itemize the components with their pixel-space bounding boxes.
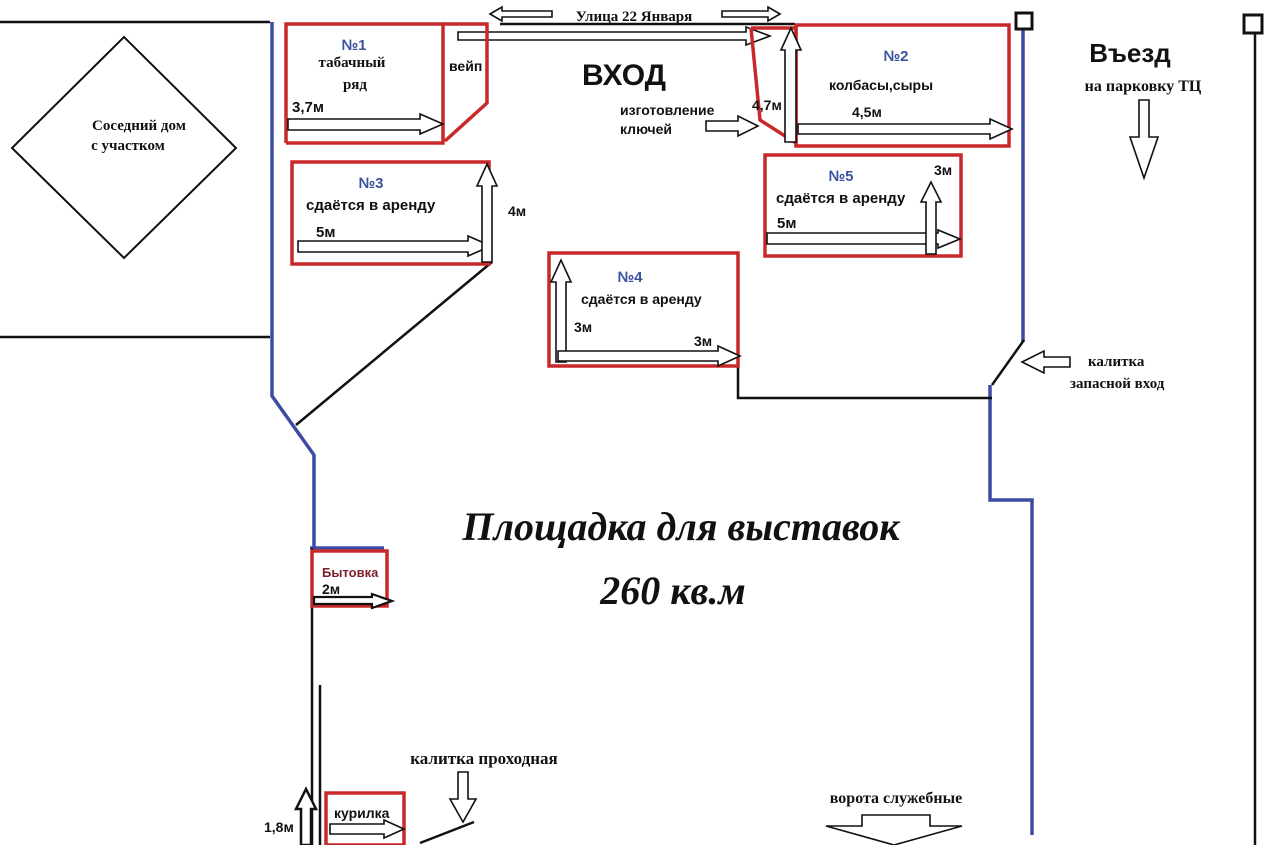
neighbor-lot: Соседний дом с участком (0, 20, 270, 339)
right-wall-lower (988, 385, 1034, 835)
entrance-label: ВХОД (582, 59, 666, 92)
kiosk-5-box (763, 153, 963, 258)
side-gate-label-2: запасной вход (1070, 376, 1165, 392)
kiosk-3-label: сдаётся в аренду (306, 197, 436, 214)
kiosk-4-dim-h-arrow (549, 258, 573, 363)
kiosk-5-label: сдаётся в аренду (776, 190, 906, 207)
post-marker-left (1014, 11, 1034, 31)
street-label-group: Улица 22 Января (488, 5, 782, 25)
kiosk-4-dim-w: 3м (694, 333, 712, 349)
post-marker-right (1242, 13, 1264, 35)
walk-gate-leaf (419, 820, 475, 845)
cabin-label: Бытовка (322, 565, 379, 580)
kiosk-3-dim-h: 4м (508, 203, 526, 219)
kiosk4-connector (736, 365, 992, 400)
kiosk-4-box (547, 251, 740, 368)
kiosk-4-label: сдаётся в аренду (581, 291, 702, 307)
street-arrow-left (488, 5, 553, 23)
kiosk-1-dim: 3,7м (292, 99, 324, 116)
entrance-arrow (457, 25, 773, 47)
kiosk-4-number: №4 (617, 269, 643, 286)
smoking-area: курилка 1,8м (264, 786, 406, 845)
neighbor-label-1: Соседний дом (92, 118, 186, 134)
keys-label-2: ключей (620, 121, 672, 137)
kiosk-5-dim-h: 3м (934, 162, 952, 178)
kiosk-1-label-2: ряд (343, 77, 367, 93)
kiosk3-diagonal (295, 261, 493, 426)
kiosk-1: №1 табачный ряд 3,7м вейп (284, 22, 489, 145)
smoking-dim: 1,8м (264, 819, 294, 835)
structural-lines (295, 11, 1264, 845)
service-gate: ворота служебные (825, 790, 963, 845)
kiosk-1-dim-arrow (287, 112, 446, 136)
walk-gate-label: калитка проходная (410, 749, 557, 768)
keys-arrow (705, 114, 760, 138)
boundary-walls (270, 22, 1034, 835)
kiosk-3-dim-w: 5м (316, 224, 335, 241)
service-gate-label: ворота служебные (830, 790, 962, 807)
kiosk-4-dim-w-arrow (557, 344, 742, 368)
kiosk-3-number: №3 (358, 175, 383, 192)
left-wall (270, 22, 316, 548)
kiosk-2-dim-w: 4,5м (852, 104, 882, 120)
cabin-dim-arrow (312, 592, 396, 610)
side-gate: калитка запасной вход (1020, 349, 1165, 392)
cabin-dim: 2м (322, 581, 340, 597)
exhibition-area-size: 260 кв.м (599, 568, 746, 613)
cabin: Бытовка 2м (310, 549, 396, 610)
entry-arrow (1128, 99, 1160, 181)
neighbor-label-2: с участком (91, 138, 165, 154)
kiosk-5-dim-w: 5м (777, 215, 796, 232)
neighbor-house-diamond (10, 35, 238, 260)
kiosk-2-dim-h: 4,7м (752, 97, 782, 113)
kiosk-5-dim-w-arrow (766, 228, 963, 250)
walk-gate-arrow (448, 771, 478, 824)
kiosk-5-dim-h-arrow (919, 180, 943, 255)
kiosk-2-dim-w-arrow (797, 117, 1014, 141)
exhibition-title: Площадка для выставок (461, 504, 901, 549)
parking-label: на парковку ТЦ (1085, 78, 1202, 95)
vape-label: вейп (449, 58, 482, 74)
smoking-box (324, 791, 406, 845)
kiosk-2: №2 колбасы,сыры 4,5м 4,7м изготовление к… (620, 23, 1014, 148)
kiosk-3-dim-h-arrow (475, 162, 499, 263)
side-gate-arrow (1020, 349, 1071, 375)
side-gate-leaf (990, 339, 1026, 386)
kiosk-5-number: №5 (828, 168, 853, 185)
service-gate-arrow (825, 814, 963, 845)
street-arrow-right (721, 5, 782, 23)
keys-label-1: изготовление (620, 102, 715, 118)
kiosk-4: №4 сдаётся в аренду 3м 3м (547, 251, 742, 368)
kiosk-4-dim-h: 3м (574, 319, 592, 335)
exhibition-area: Площадка для выставок 260 кв.м (461, 504, 901, 613)
kiosk-1-label-1: табачный (319, 55, 386, 71)
walk-gate: калитка проходная (410, 749, 558, 824)
kiosk-2-number: №2 (883, 48, 908, 65)
street-label: Улица 22 Января (576, 9, 693, 25)
kiosk-5: №5 сдаётся в аренду 5м 3м (763, 153, 963, 258)
cabin-box (310, 549, 389, 608)
entry-label: Въезд (1089, 38, 1171, 68)
kiosk-3-dim-w-arrow (297, 234, 494, 258)
side-gate-label-1: калитка (1088, 354, 1145, 370)
kiosk-2-dim-h-arrow (779, 26, 803, 143)
kiosk-1-number: №1 (341, 37, 366, 54)
vape-box (443, 22, 489, 143)
smoking-label: курилка (334, 805, 390, 821)
kiosk-2-label: колбасы,сыры (829, 77, 933, 93)
smoking-dim-arrow (329, 818, 406, 840)
vehicle-entry: Въезд на парковку ТЦ (1085, 38, 1202, 181)
kiosk-3: №3 сдаётся в аренду 5м 4м (290, 160, 526, 266)
smoking-dim-arrow-vertical (293, 786, 319, 845)
